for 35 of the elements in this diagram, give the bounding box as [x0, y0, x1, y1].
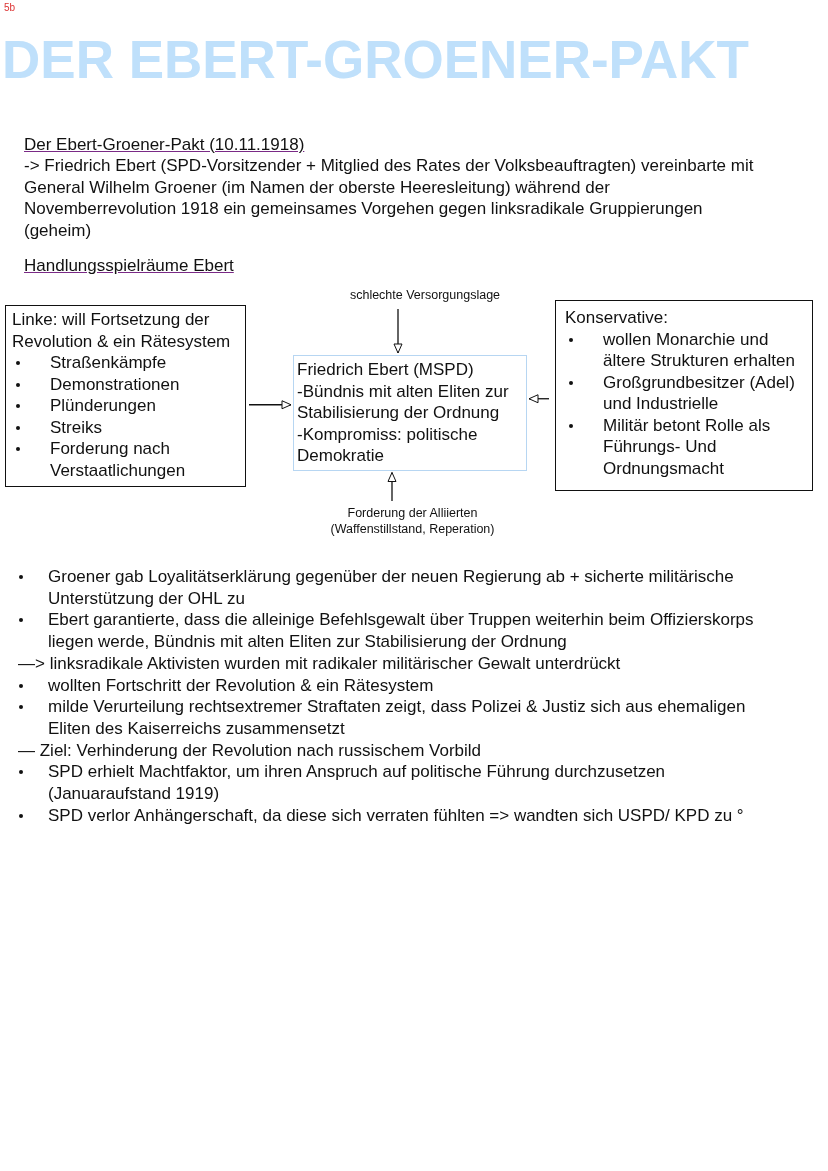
bullet-item: milde Verurteilung rechtsextremer Straftaten zeigt, dass Polizei & Justiz sich aus ehemaligen Eliten des Kaiserreichs zusammensetzt — [18, 696, 763, 740]
box-heading: Konservative: — [565, 307, 669, 329]
arrow — [387, 471, 397, 502]
section-heading: Der Ebert-Groener-Pakt (10.11.1918) — [24, 134, 305, 156]
box-heading: Linke: will Fortsetzung der Revolution & ein Rätesystem — [12, 309, 232, 352]
bullet-item: Ebert garantierte, dass die alleinige Befehlsgewalt über Truppen weiterhin beim Offizierskorps liegen werde, Bündnis mit alten Eliten zur Stabilisierung der Ordnung — [18, 609, 763, 653]
bullet-item: SPD erhielt Machtfaktor, um ihren Anspruch auf politische Führung durchzusetzen (Januaraufstand 1919) — [18, 761, 763, 805]
bullet-item: Plünderungen — [12, 395, 239, 417]
arrow — [528, 394, 550, 404]
page-number: 5b — [4, 2, 17, 14]
arrow — [248, 400, 292, 410]
bullet-item: Militär betont Rolle als Führungs- Und Ordnungsmacht — [565, 414, 803, 479]
page-title: DER EBERT-GROENER-PAKT — [2, 29, 749, 91]
bullet-item: Großgrundbesitzer (Adel) und Industrielle — [565, 371, 803, 415]
box-line: -Bündnis mit alten Eliten zur Stabilisierung der Ordnung — [297, 380, 510, 424]
bullet-item: Demonstrationen — [12, 373, 239, 395]
bullet-item: wollten Fortschritt der Revolution & ein Rätesystem — [18, 674, 763, 697]
group-box — [5, 305, 246, 487]
paragraph: -> Friedrich Ebert (SPD-Vorsitzender + Mitglied des Rates der Volksbeauftragten) vereinbarte mit General Wilhelm Groener (im Namen der oberste Heeresleitung) während der Novemberrevolution 1918 ein gemeinsames Vorgehen gegen linksradikale Gruppierungen (geheim) — [24, 155, 755, 241]
section-heading: Handlungsspielräume Ebert — [24, 255, 234, 277]
group-box — [555, 300, 813, 491]
bullet-item: Groener gab Loyalitätserklärung gegenüber der neuen Regierung ab + sicherte militärische Unterstützung der OHL zu — [18, 566, 763, 610]
bullet-item: SPD verlor Anhängerschaft, da diese sich verraten fühlten => wandten sich USPD/ KPD zu ° — [18, 804, 763, 827]
factor-label: schlechte Versorgungslage — [348, 287, 502, 303]
arrow — [393, 308, 403, 354]
box-line: -Kompromiss: politische Demokratie — [297, 423, 479, 467]
factor-label: Forderung der Alliierten (Waffenstillstand, Reperation) — [329, 505, 496, 537]
bullet-item: Straßenkämpfe — [12, 352, 239, 374]
bullet-item: Streiks — [12, 416, 239, 438]
bullet-item: wollen Monarchie und ältere Strukturen erhalten — [565, 328, 803, 372]
note-line: —> linksradikale Aktivisten wurden mit radikaler militärischer Gewalt unterdrückt — [18, 652, 622, 675]
box-heading: Friedrich Ebert (MSPD) — [297, 359, 475, 381]
bullet-item: Forderung nach Verstaatlichungen — [12, 438, 239, 481]
note-line: — Ziel: Verhinderung der Revolution nach russischem Vorbild — [18, 739, 483, 762]
central-box — [293, 355, 527, 471]
